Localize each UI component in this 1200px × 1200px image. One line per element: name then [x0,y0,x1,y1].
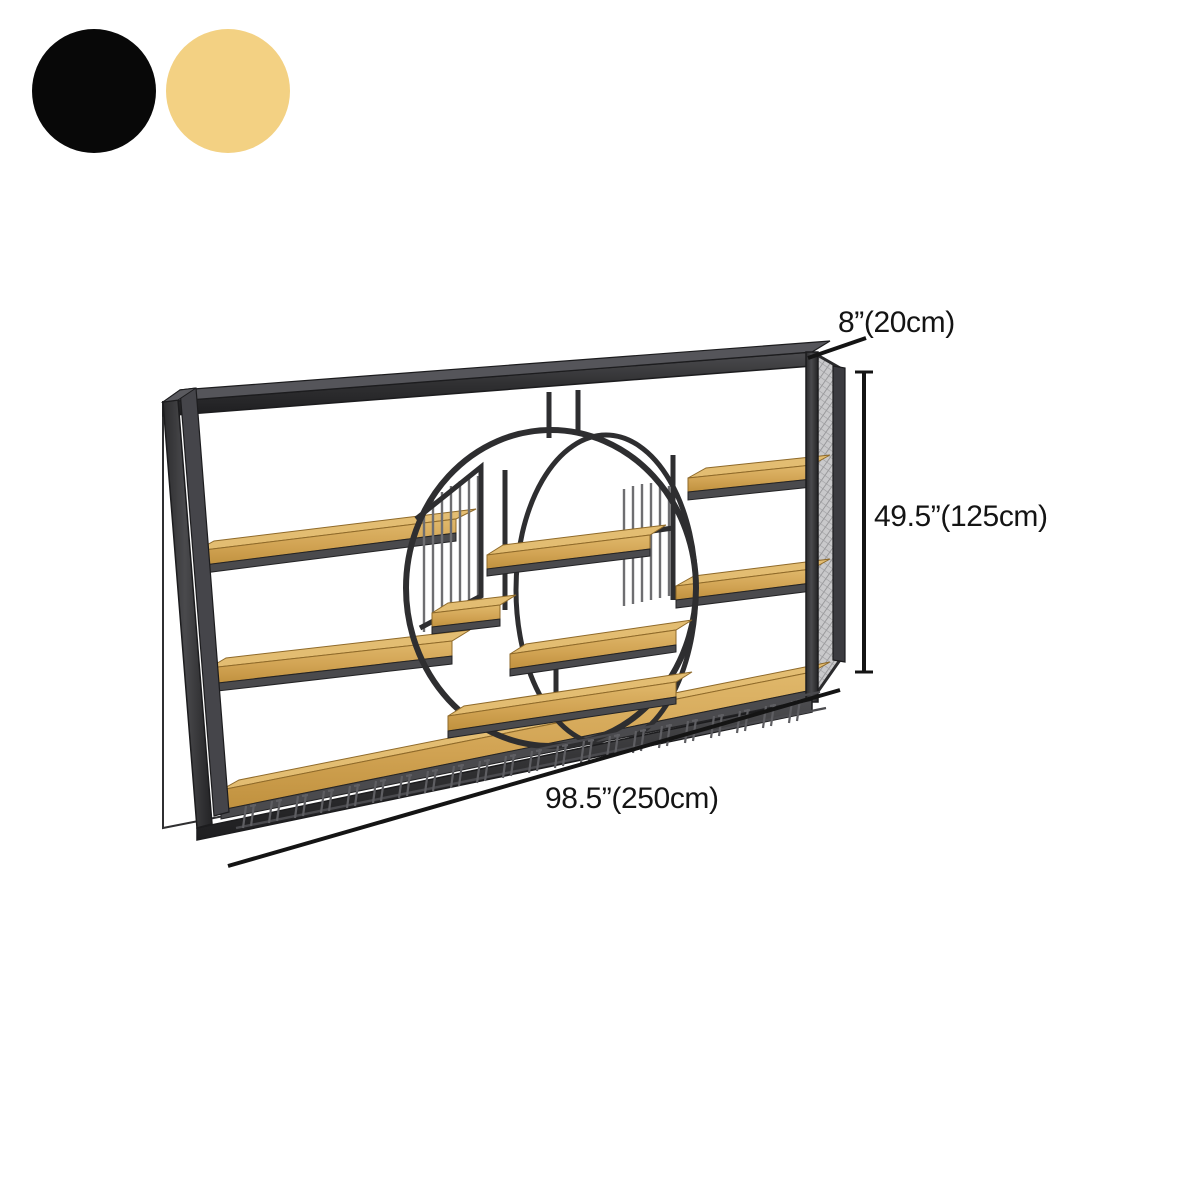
left-middle-shelf [208,629,471,693]
height-dimension-label: 49.5”(125cm) [874,500,1048,533]
stemware-hooks [241,698,803,829]
central-circular-module [403,390,699,749]
dimension-height: 49.5”(125cm) [855,370,1048,674]
circle-inner-framework [414,455,676,715]
left-bar-grille [422,476,480,632]
circle-shelf-upper-left [431,594,517,635]
right-middle-shelf [675,558,831,609]
color-swatch-group [0,0,320,180]
color-swatch-black[interactable] [32,29,156,153]
width-dimension-label: 98.5”(250cm) [545,782,719,815]
width-dimension-line [227,688,841,868]
color-swatch-wood-tan[interactable] [166,29,290,153]
stemware-hanging-rack [229,690,827,830]
circle-shelf-bottom [447,671,693,739]
circle-shelf-lower [509,619,693,677]
depth-dimension-line [807,336,867,360]
dimension-depth: 8”(20cm) [807,306,955,360]
dimension-width: 98.5”(250cm) [227,688,841,868]
depth-dimension-label: 8”(20cm) [838,306,955,339]
circle-top-connector-posts [546,390,581,438]
circle-shelf-mid [486,524,667,577]
right-upper-shelf [687,454,831,501]
